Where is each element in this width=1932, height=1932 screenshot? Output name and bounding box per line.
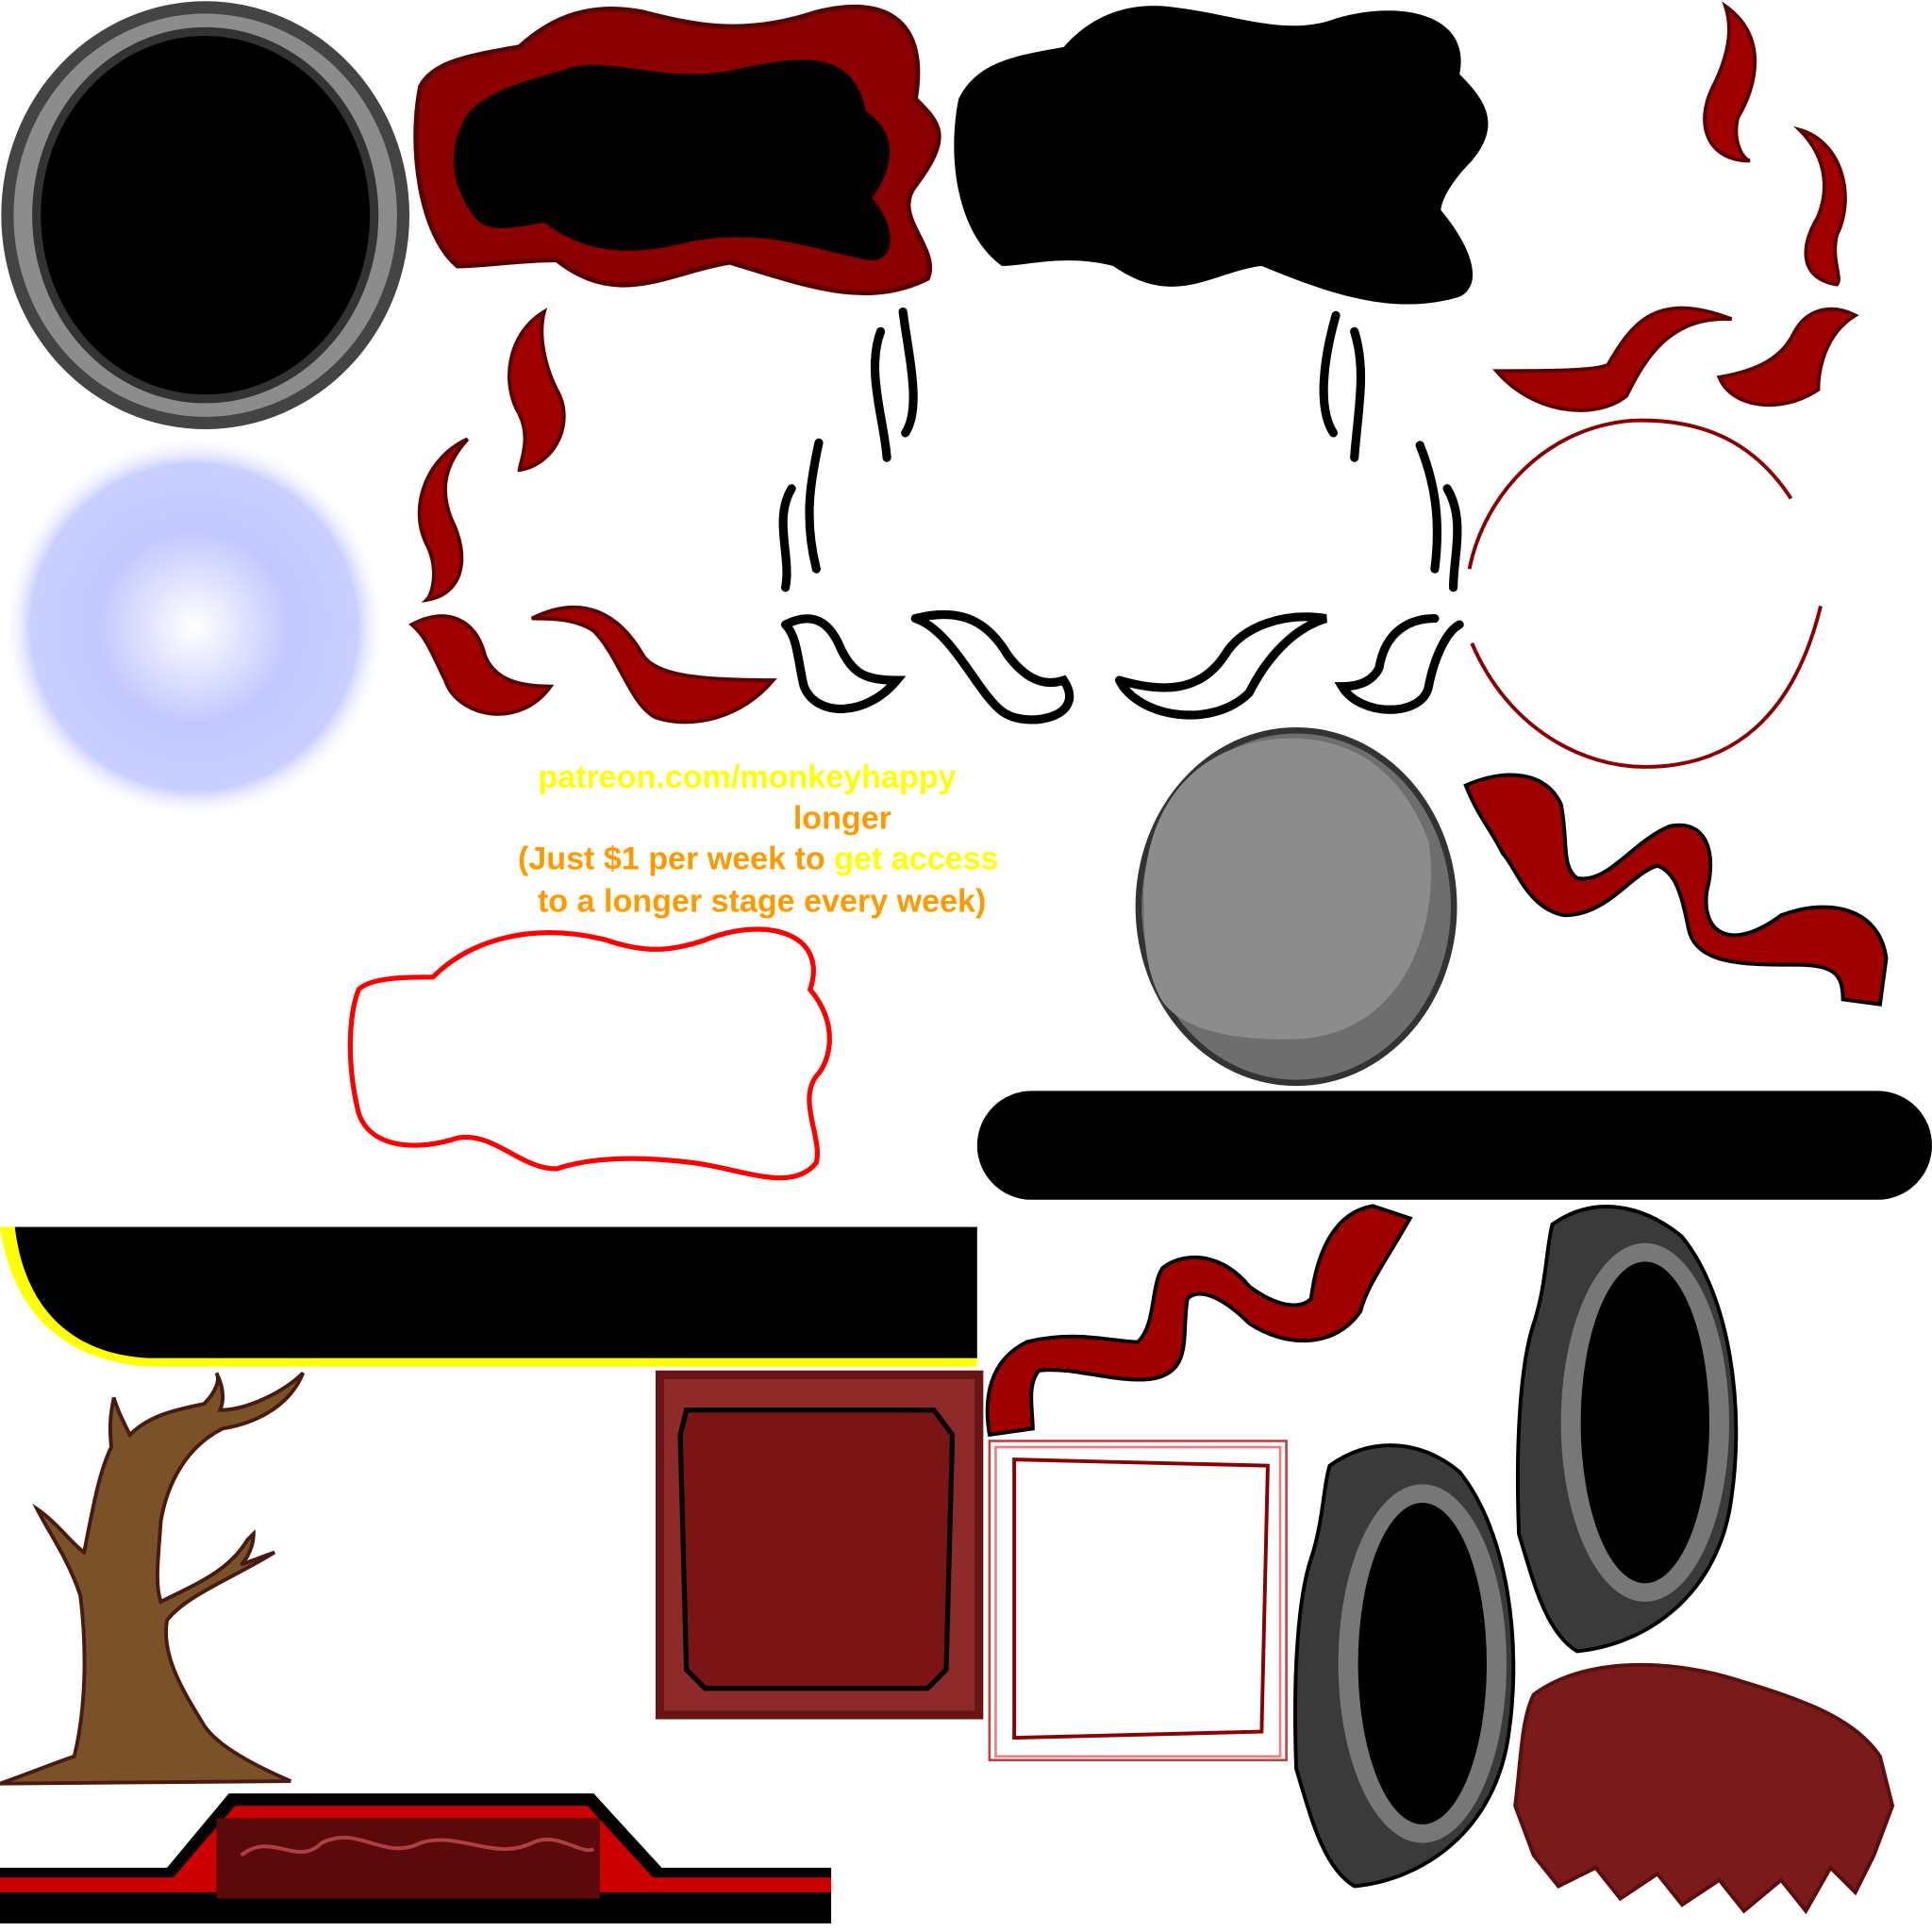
red-ribbon-bottom — [985, 1204, 1413, 1438]
promo-line3-b: get access — [834, 841, 998, 877]
black-cloud — [954, 6, 1489, 305]
light-red-frame — [988, 1440, 1288, 1762]
black-horn-outlines — [778, 307, 1464, 724]
ornate-red-bar — [0, 1793, 832, 1924]
blue-glow — [2, 435, 387, 819]
promo-text: patreon.com/monkeyhappy longer (Just $1 … — [518, 759, 999, 919]
promo-line3: (Just $1 per week to get access — [518, 841, 999, 877]
promo-line4: to a longer stage every week) — [538, 883, 986, 919]
black-pill-bar — [976, 1091, 1932, 1200]
red-horns-middle — [408, 308, 777, 724]
dark-oval-frame-1 — [1292, 1443, 1516, 1889]
promo-line3-a: (Just $1 per week to — [518, 841, 834, 877]
red-fur-tuft — [1513, 1662, 1895, 1915]
red-arc-top — [1467, 418, 1793, 570]
black-bar — [14, 1226, 977, 1358]
red-square-frame — [655, 1370, 984, 1720]
promo-longer: longer — [793, 800, 891, 836]
red-ribbon-right — [1463, 773, 1889, 1007]
promo-patreon-url: patreon.com/monkeyhappy — [538, 759, 956, 795]
gray-ring-portal — [1, 1, 409, 429]
red-horns-top-right — [1492, 1, 1859, 412]
gray-stone-circle — [1135, 726, 1457, 1087]
dead-tree — [0, 1371, 306, 1786]
red-arc-bottom — [1470, 605, 1823, 769]
black-cloud-inner — [453, 59, 891, 261]
dark-oval-frame-2 — [1515, 1205, 1739, 1654]
red-outline-cloud — [347, 926, 832, 1181]
